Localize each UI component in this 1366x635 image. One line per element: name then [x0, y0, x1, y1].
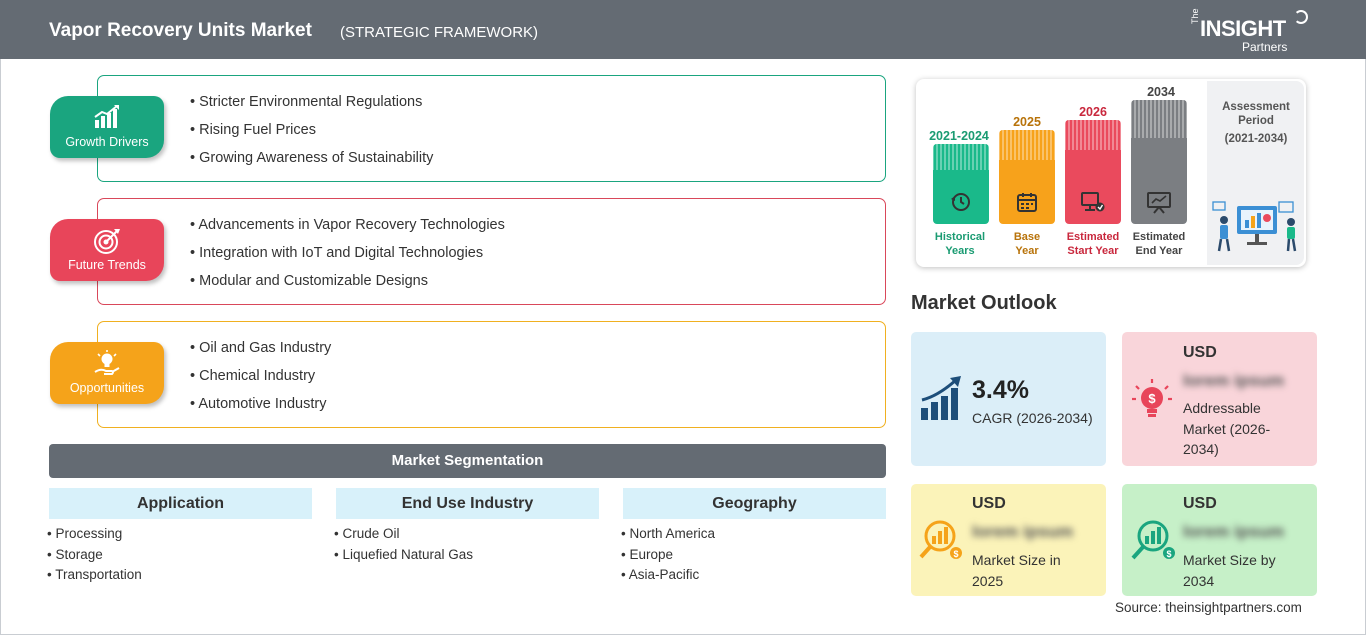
- list-item: • Oil and Gas Industry: [190, 340, 332, 356]
- assessment-range: (2021-2034): [1224, 133, 1288, 145]
- segment-heading-end-use: End Use Industry: [336, 488, 599, 519]
- period-bar-base: [999, 130, 1055, 224]
- list-item: • Advancements in Vapor Recovery Technol…: [190, 217, 505, 233]
- logo-the-text: The: [1190, 8, 1200, 24]
- page-subtitle: (STRATEGIC FRAMEWORK): [340, 24, 539, 41]
- svg-text:$: $: [953, 549, 958, 559]
- growth-chart-icon: [94, 105, 119, 128]
- cagr-label: CAGR (2026-2034): [972, 410, 1093, 426]
- source-note: Source: theinsightpartners.com: [1115, 600, 1302, 615]
- opportunities-list: • Oil and Gas Industry • Chemical Indust…: [190, 340, 331, 424]
- cagr-card: 3.4% CAGR (2026-2034): [911, 332, 1106, 466]
- addressable-value: lorem ipsum: [1183, 371, 1285, 390]
- period-year-end: 2034: [1147, 85, 1175, 99]
- size-2034-currency: USD: [1183, 495, 1217, 512]
- market-size-magnifier-icon: $: [919, 520, 962, 559]
- logo-main-text: INSIGHT: [1200, 16, 1286, 41]
- list-item: • Stricter Environmental Regulations: [190, 94, 423, 110]
- list-item: • Europe: [621, 546, 674, 562]
- growth-drivers-list: • Stricter Environmental Regulations • R…: [190, 94, 433, 178]
- list-item: • Liquefied Natural Gas: [334, 546, 474, 562]
- list-item: • Asia-Pacific: [621, 567, 700, 582]
- list-item: • Chemical Industry: [190, 368, 316, 384]
- period-bar-start: [1065, 120, 1121, 224]
- size-2025-value: lorem ipsum: [972, 522, 1074, 541]
- growth-drivers-tag: Growth Drivers: [50, 96, 164, 158]
- period-bar-end: [1131, 100, 1187, 224]
- period-bar-historical: [933, 144, 989, 224]
- segmentation-title: Market Segmentation: [49, 444, 886, 478]
- growth-bars-icon: [921, 376, 961, 420]
- bar-stripes: [999, 130, 1055, 160]
- growth-drivers-label: Growth Drivers: [65, 135, 149, 149]
- list-item: • North America: [621, 526, 716, 541]
- segment-heading-geography: Geography: [623, 488, 886, 519]
- lightbulb-dollar-icon: $: [1132, 379, 1172, 417]
- list-item: • Automotive Industry: [190, 396, 327, 412]
- size-2034-value: lorem ipsum: [1183, 522, 1285, 541]
- future-trends-label: Future Trends: [68, 258, 146, 272]
- list-item: • Crude Oil: [334, 526, 400, 541]
- segment-list-end-use: • Crude Oil • Liquefied Natural Gas: [334, 526, 473, 567]
- segment-heading-application: Application: [49, 488, 312, 519]
- future-trends-list: • Advancements in Vapor Recovery Technol…: [190, 217, 505, 301]
- analyst-dashboard-icon: [1212, 201, 1297, 252]
- calendar-icon: [1017, 193, 1037, 212]
- future-trends-tag: Future Trends: [50, 219, 164, 281]
- svg-text:$: $: [1166, 549, 1171, 559]
- list-item: • Processing: [47, 526, 123, 541]
- page-title: Vapor Recovery Units Market: [49, 20, 312, 41]
- presentation-icon: [1147, 192, 1171, 214]
- market-forecast-magnifier-icon: $: [1131, 520, 1175, 560]
- list-item: • Modular and Customizable Designs: [190, 273, 429, 289]
- opportunities-box: • Oil and Gas Industry • Chemical Indust…: [97, 321, 886, 428]
- future-trends-box: • Advancements in Vapor Recovery Technol…: [97, 198, 886, 305]
- size-2025-currency: USD: [972, 495, 1006, 512]
- svg-text:$: $: [1148, 391, 1156, 406]
- period-year-historical: 2021-2024: [929, 129, 989, 143]
- target-icon: [94, 229, 120, 254]
- market-outlook-title: Market Outlook: [911, 292, 1057, 314]
- bar-stripes: [933, 144, 989, 170]
- bar-stripes: [1065, 120, 1121, 150]
- logo-partners-text: Partners: [1242, 40, 1288, 54]
- history-icon: [951, 193, 970, 211]
- insight-partners-logo[interactable]: The INSIGHT Partners: [1190, 8, 1310, 54]
- list-item: • Transportation: [47, 567, 142, 582]
- period-year-base: 2025: [1013, 115, 1041, 129]
- segment-list-geography: • North America • Europe • Asia-Pacific: [621, 526, 715, 588]
- list-item: • Integration with IoT and Digital Techn…: [190, 245, 484, 261]
- opportunities-tag: Opportunities: [50, 342, 164, 404]
- segment-list-application: • Processing • Storage • Transportation: [47, 526, 142, 588]
- growth-drivers-box: • Stricter Environmental Regulations • R…: [97, 75, 886, 182]
- idea-hand-icon: [94, 350, 120, 375]
- header-bar: Vapor Recovery Units Market (STRATEGIC F…: [0, 0, 1366, 59]
- list-item: • Storage: [47, 546, 103, 562]
- period-year-start: 2026: [1079, 105, 1107, 119]
- bar-stripes: [1131, 100, 1187, 138]
- logo-arc-icon: [1294, 10, 1308, 24]
- list-item: • Rising Fuel Prices: [190, 122, 316, 138]
- start-screen-icon: [1081, 192, 1105, 212]
- addressable-currency: USD: [1183, 344, 1217, 361]
- list-item: • Growing Awareness of Sustainability: [190, 150, 434, 166]
- opportunities-label: Opportunities: [69, 381, 145, 395]
- cagr-value: 3.4%: [972, 376, 1029, 404]
